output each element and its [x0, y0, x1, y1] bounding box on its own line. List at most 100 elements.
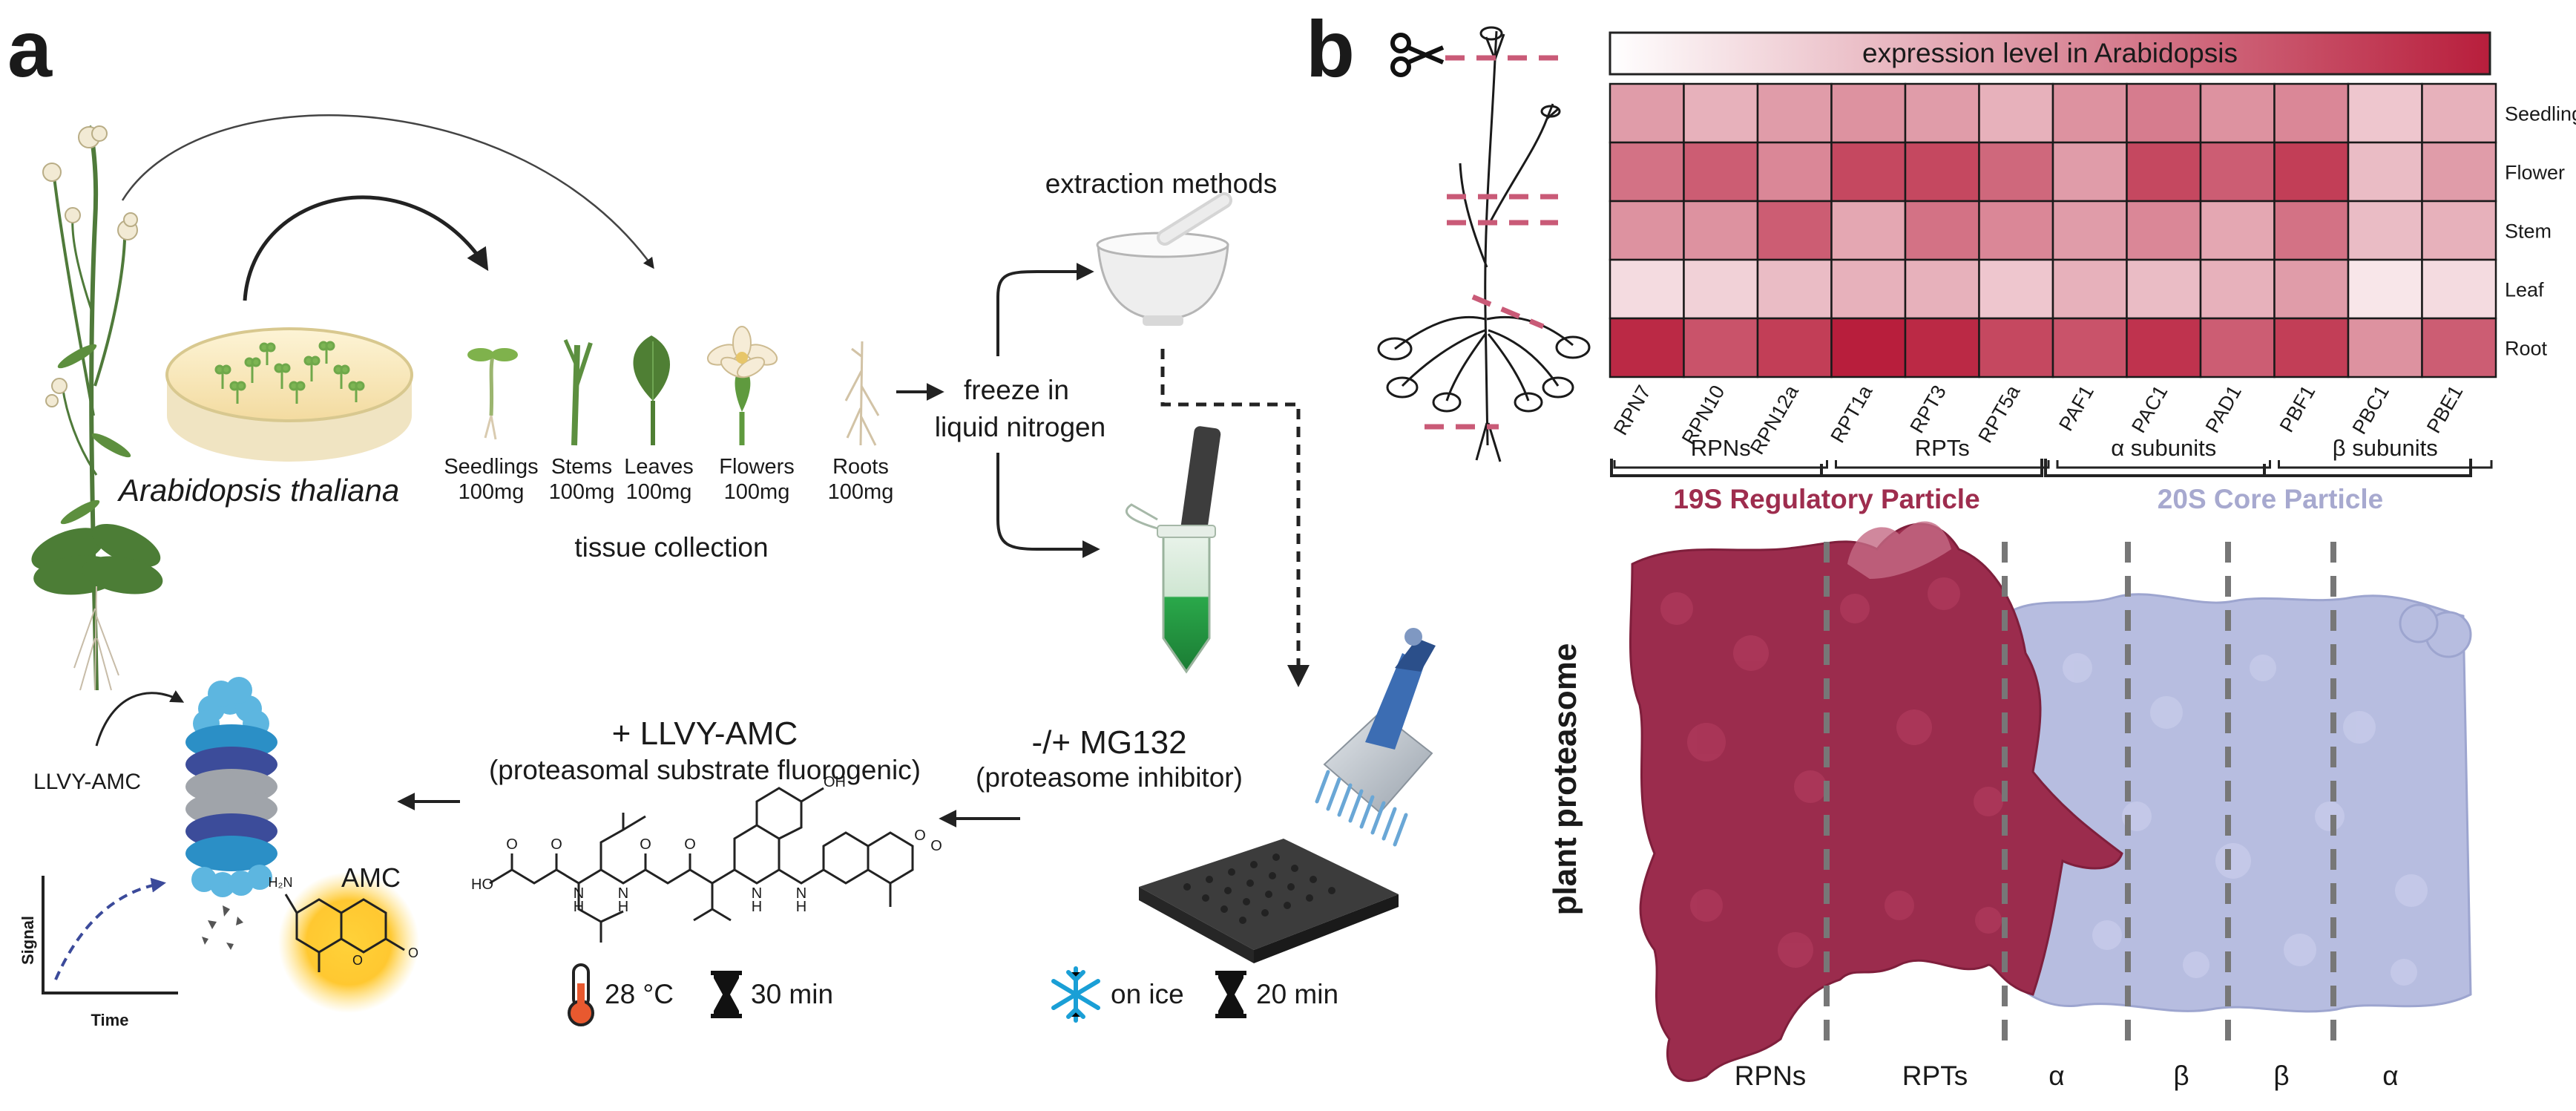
heatmap-cell	[1683, 200, 1759, 261]
heatmap-cell	[1978, 141, 2054, 203]
tissue-collection-label: tissue collection	[574, 532, 768, 563]
heatmap-cell	[2421, 317, 2497, 378]
region-label: β	[2173, 1061, 2189, 1091]
panel-a-label: a	[7, 4, 53, 94]
tissue-amount: 100mg	[724, 480, 790, 504]
mortar-pestle-illustration	[1096, 192, 1232, 326]
tissue-name: Seedlings	[444, 455, 538, 479]
heatmap-cell	[2347, 82, 2423, 144]
heatmap-cell	[1830, 200, 1907, 261]
heatmap-cell	[1904, 82, 1980, 144]
heatmap-cell	[2051, 317, 2128, 378]
heatmap-cell	[2051, 141, 2128, 203]
atom-label: H	[618, 899, 628, 915]
heatmap-cell	[2273, 258, 2350, 320]
heatmap-cell	[1683, 317, 1759, 378]
tissue-name: Leaves	[624, 455, 694, 479]
group-bracket	[1835, 460, 2050, 469]
heatmap-cell	[2347, 258, 2423, 320]
heatmap-row-label: Seedling	[2505, 103, 2576, 125]
heatmap-column-label: RPN7	[1609, 381, 1655, 439]
heatmap-cell	[1830, 258, 1907, 320]
arrow-to-mortar	[996, 263, 1094, 356]
tissue-amount: 100mg	[459, 480, 525, 504]
heatmap-row-label: Stem	[2505, 220, 2552, 243]
proteasome-cartoon	[185, 677, 277, 950]
atom-label: OH	[824, 774, 846, 790]
heatmap-cell	[2273, 317, 2350, 378]
proteasome-structure-illustration	[1629, 521, 2472, 1082]
heatmap-column-label: PAD1	[2201, 381, 2246, 436]
tissue-name: Roots	[832, 455, 889, 479]
structure-separators	[1824, 542, 2336, 1043]
heatmap-cell	[1978, 82, 2054, 144]
heatmap-cell	[1756, 200, 1833, 261]
tissue-amount: 100mg	[549, 480, 615, 504]
heatmap-cell	[2126, 82, 2202, 144]
atom-label: N	[618, 885, 628, 902]
heatmap-column-label: PAC1	[2127, 381, 2172, 436]
incubation-time-label: 30 min	[751, 979, 833, 1009]
heatmap-column-label: PBE1	[2422, 381, 2468, 437]
heatmap-cell	[1904, 258, 1980, 320]
llvy-amc-atom-labels: HO O O O O OH N H N H N H N H O O	[471, 774, 942, 915]
heatmap-cell	[1830, 317, 1907, 378]
amc-molecule-structure	[284, 894, 405, 972]
atom-label: O	[551, 836, 562, 853]
heatmap-cell	[1830, 82, 1907, 144]
heatmap-cell	[1978, 317, 2054, 378]
tissue-icons	[467, 326, 880, 446]
heatmap-cell	[1609, 200, 1685, 261]
heatmap-cell	[1830, 141, 1907, 203]
atom-label: O	[352, 953, 363, 968]
rp-label: 19S Regulatory Particle	[1673, 484, 1979, 514]
atom-label: N	[796, 885, 806, 902]
tissue-name: Flowers	[719, 455, 795, 479]
scissors-icon	[1390, 33, 1445, 77]
species-name: Arabidopsis thaliana	[116, 473, 399, 508]
heatmap-column-label: PAF1	[2054, 381, 2098, 435]
heatmap-cell	[1609, 317, 1685, 378]
group-bracket	[2278, 460, 2493, 469]
tissue-amount: 100mg	[626, 480, 692, 504]
leaf-icon	[633, 335, 671, 445]
heatmap-column-label: RPT1a	[1826, 381, 1876, 447]
group-bracket	[2056, 460, 2271, 469]
freeze-label-1: freeze in	[964, 375, 1069, 405]
heatmap-cell	[2347, 317, 2423, 378]
ice-label: on ice	[1111, 979, 1184, 1009]
heatmap-cell	[1683, 258, 1759, 320]
arrow-plant-to-leaves	[121, 114, 654, 269]
freeze-label-2: liquid nitrogen	[935, 412, 1105, 442]
region-label: RPTs	[1902, 1061, 1968, 1091]
inhibitor-subtitle: (proteasome inhibitor)	[976, 762, 1243, 793]
heatmap-row-label: Flower	[2505, 162, 2565, 184]
heatmap-column-label: RPT3	[1905, 381, 1950, 437]
atom-label: O	[640, 836, 651, 853]
heatmap-cell	[1756, 82, 1833, 144]
temperature-label: 28 °C	[605, 979, 674, 1009]
heatmap-cell	[1609, 141, 1685, 203]
signal-axis-label: Signal	[19, 916, 37, 965]
heatmap-cell	[2421, 258, 2497, 320]
arabidopsis-plant-illustration	[31, 125, 163, 691]
heatmap-cell	[1609, 82, 1685, 144]
heatmap-cell	[2347, 141, 2423, 203]
atom-label: O	[684, 836, 696, 853]
atom-label: N	[574, 885, 584, 902]
expression-scale-bar	[1609, 31, 2491, 76]
heatmap-cell	[1904, 317, 1980, 378]
heatmap-cell	[1683, 141, 1759, 203]
ice-time-label: 20 min	[1256, 979, 1338, 1009]
snowflake-icon	[1051, 966, 1100, 1023]
heatmap-cell	[2126, 317, 2202, 378]
atom-label: N	[752, 885, 762, 902]
heatmap-cell	[2051, 258, 2128, 320]
heatmap-cell	[1609, 258, 1685, 320]
arrow-llvy-to-proteasome	[95, 690, 185, 747]
hourglass-icon	[1215, 971, 1246, 1018]
heatmap-column-label: PBC1	[2348, 381, 2393, 438]
heatmap-cell	[2051, 82, 2128, 144]
